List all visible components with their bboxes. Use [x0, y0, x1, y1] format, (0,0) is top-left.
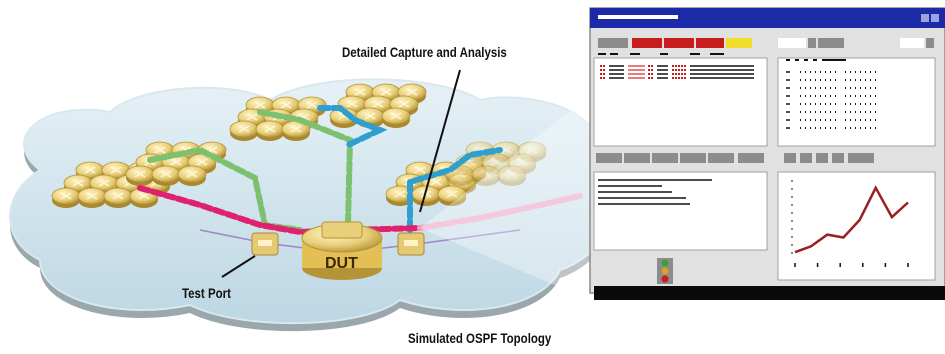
- router-icon: [497, 165, 527, 186]
- toolbar-buttons: [598, 38, 934, 48]
- router-icon: [151, 165, 181, 186]
- topology-caption: Simulated OSPF Topology: [408, 330, 552, 346]
- panel-tabs: [596, 153, 874, 163]
- test-port-callout-line: [221, 255, 256, 278]
- router-icon: [77, 187, 107, 208]
- router-icon: [103, 187, 133, 208]
- summary-panel: [593, 171, 768, 251]
- test-port-right: [397, 232, 425, 256]
- capture-label: Detailed Capture and Analysis: [342, 44, 507, 60]
- capture-highlight: [420, 95, 590, 300]
- status-light: [657, 258, 673, 284]
- router-icon: [229, 120, 259, 141]
- router-icon: [471, 165, 501, 186]
- router-icon: [255, 120, 285, 141]
- router-icon: [281, 120, 311, 141]
- dut-device: [301, 221, 383, 280]
- faded-route-path: [417, 193, 583, 231]
- trend-line: [794, 185, 909, 254]
- router-icon: [177, 165, 207, 186]
- router-icon: [125, 165, 155, 186]
- trend-chart-panel: [777, 171, 936, 281]
- dut-label: DUT: [325, 255, 358, 272]
- test-port-left: [251, 232, 279, 256]
- router-icon: [51, 187, 81, 208]
- capture-callout-line: [419, 69, 461, 213]
- blue-route-path: [317, 105, 503, 233]
- window-title-bar: [590, 8, 945, 28]
- packet-list-panel: [593, 53, 768, 147]
- test-port-label: Test Port: [182, 285, 231, 301]
- analyzer-window: [589, 7, 945, 300]
- router-icon: [381, 107, 411, 128]
- router-icon: [437, 185, 467, 206]
- decode-panel: [777, 57, 936, 147]
